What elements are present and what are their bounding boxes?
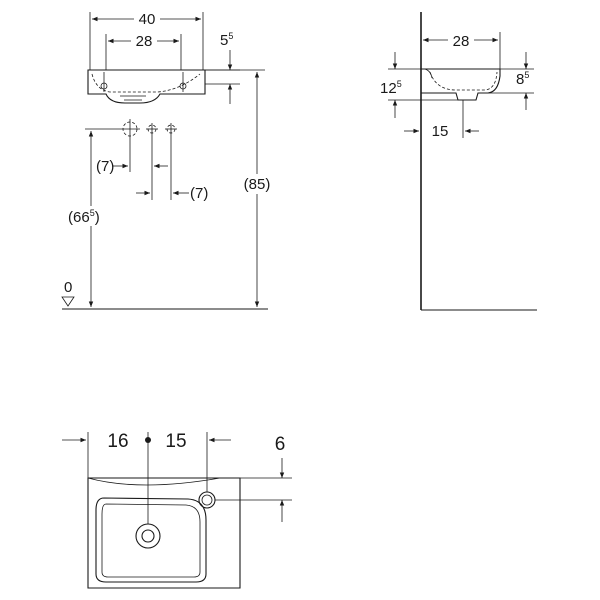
front-basin-inner	[91, 73, 201, 93]
front-tap-left-head	[100, 82, 108, 90]
dim-point-plan-drain	[145, 437, 151, 443]
dim-wall-distance-label: 15	[432, 123, 449, 140]
dim-outlet-height-value: (66	[68, 209, 90, 226]
dim-rim-depth-value: 5	[220, 32, 228, 49]
dim-bowl-height-sup: 5	[524, 70, 529, 80]
label-bg	[131, 32, 157, 50]
plan-bowl-inner	[101, 503, 201, 578]
side-basin-lip	[420, 68, 433, 79]
plan-bowl	[95, 497, 207, 583]
dim-rim-depth-sup: 5	[228, 31, 233, 41]
waste-outlet-symbol	[120, 119, 140, 139]
dim-rim-depth-label: 55	[220, 31, 233, 49]
plan-basin-back-edge	[87, 477, 221, 486]
label-bg	[66, 206, 114, 226]
side-view: 28 125 85 15	[380, 12, 537, 311]
front-view: 40 28 55 (85) 0	[61, 10, 276, 310]
dim-bowl-height-label: 85	[516, 70, 529, 88]
dim-offset-right-label: (7)	[190, 185, 208, 202]
dim-bowl-height-value: 8	[516, 71, 524, 88]
water-supply-symbol-right	[165, 123, 177, 135]
dim-outlet-height-label: (665)	[68, 208, 100, 226]
front-tap-right-head	[179, 82, 187, 90]
dim-outlet-height-sup: 5	[90, 208, 95, 218]
dim-plan-left-label: 16	[107, 431, 128, 452]
side-basin-outline	[421, 68, 501, 101]
water-supply-symbol-left	[146, 123, 158, 135]
dim-plan-right-label: 15	[165, 431, 186, 452]
dim-height-total-label: (85)	[244, 176, 271, 193]
dim-offset-left-label: (7)	[96, 158, 114, 175]
plan-basin-outline	[87, 477, 241, 589]
dim-side-height-value: 12	[380, 80, 397, 97]
dim-outlet-height-close: )	[95, 209, 100, 226]
front-drain	[120, 95, 146, 101]
dim-plan-depth-label: 6	[275, 434, 286, 455]
label-bg	[134, 10, 160, 28]
dim-side-depth-label: 28	[453, 33, 470, 50]
side-basin-inner	[429, 71, 498, 91]
front-basin-outline	[87, 69, 206, 104]
floor-level-label: 0	[64, 279, 72, 296]
plan-view: 16 15 6	[62, 431, 292, 589]
label-bg	[448, 31, 474, 49]
dim-tap-spacing-label: 28	[136, 33, 153, 50]
plan-drain-icon	[135, 523, 161, 549]
label-bg	[238, 174, 276, 194]
floor-level-symbol	[61, 296, 75, 307]
plan-tap-hole-icon	[198, 491, 216, 509]
dim-side-height-sup: 5	[397, 79, 402, 89]
dim-width-label: 40	[139, 11, 156, 28]
dim-side-height-label: 125	[380, 79, 402, 97]
